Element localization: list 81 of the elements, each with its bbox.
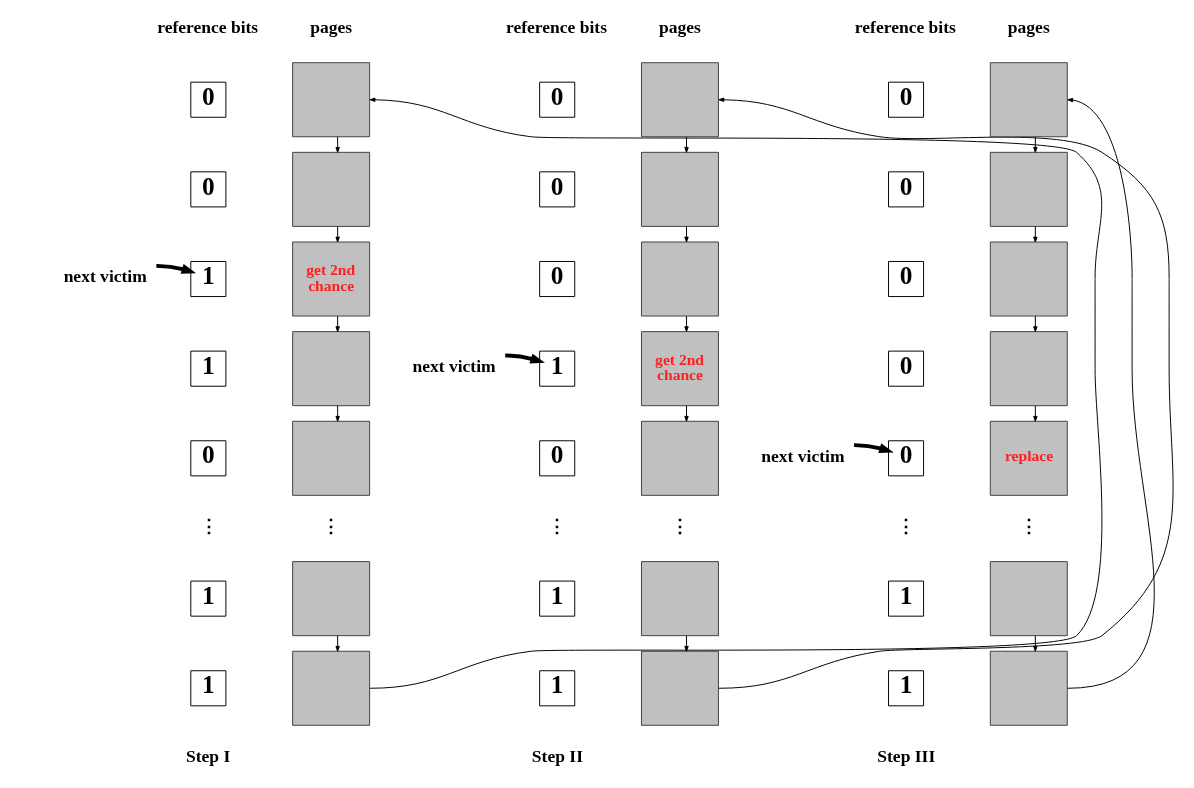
node-box: 1 (190, 350, 227, 387)
arrow (684, 315, 689, 333)
node-box: 0 (888, 440, 925, 477)
label: reference bits (506, 16, 608, 37)
label: Step I (185, 745, 231, 766)
node-box (641, 151, 719, 227)
node-box: 0 (888, 171, 925, 208)
node-box: 1 (190, 670, 227, 707)
node-text: next victim (761, 445, 845, 466)
arrow (1033, 405, 1038, 422)
label: pages (310, 16, 353, 37)
arrow (335, 315, 340, 333)
label: ⋮ (322, 515, 341, 536)
node-box: 0 (539, 261, 576, 298)
arrow (369, 97, 1103, 689)
arrow (156, 263, 197, 274)
node-box (989, 62, 1068, 138)
node-box (292, 650, 371, 726)
arrow (1033, 136, 1038, 153)
arrow (854, 443, 894, 454)
node-box: get 2nd chance (641, 331, 719, 407)
node-box: 1 (190, 261, 227, 298)
node-box (292, 561, 371, 637)
node-box: 0 (888, 261, 925, 298)
node-box: 0 (539, 171, 576, 208)
node-box: 0 (190, 81, 227, 118)
label: ⋮ (1020, 515, 1039, 536)
arrow (505, 353, 545, 364)
arrow (684, 635, 689, 652)
arrow (335, 136, 340, 153)
node-box: replace (989, 420, 1068, 496)
arrow (1067, 97, 1155, 689)
node-box (641, 241, 719, 317)
node-box: 0 (190, 440, 227, 477)
node-box (292, 151, 371, 227)
node-box (989, 151, 1068, 227)
node-box (292, 331, 371, 407)
label: pages (659, 16, 701, 37)
label: ⋮ (897, 515, 916, 536)
arrow (1033, 635, 1038, 652)
node-box (989, 241, 1068, 317)
arrow (335, 405, 340, 422)
node-box (989, 561, 1068, 637)
label: pages (1007, 16, 1050, 37)
node-box: 0 (888, 350, 925, 387)
label: ⋮ (548, 515, 567, 536)
arrow (684, 405, 689, 422)
label: ⋮ (199, 515, 218, 536)
arrow (335, 635, 340, 652)
node-box (989, 650, 1068, 726)
node-box (641, 650, 719, 726)
label: reference bits (854, 16, 956, 37)
node-box: 1 (888, 670, 925, 707)
arrow (718, 97, 1174, 689)
node-box (641, 420, 719, 496)
label: ⋮ (671, 515, 690, 536)
node-box: 1 (539, 580, 576, 617)
node-box (292, 420, 371, 496)
arrow (1033, 226, 1038, 243)
node-box: 0 (539, 81, 576, 118)
arrow (684, 136, 689, 153)
node-box: 0 (539, 440, 576, 477)
node-box (989, 331, 1068, 407)
node-text: next victim (63, 266, 147, 287)
arrow (684, 226, 689, 243)
label: Step III (877, 745, 936, 766)
node-text: next victim (412, 355, 496, 376)
node-box: 0 (888, 81, 925, 118)
arrow (335, 226, 340, 243)
node-box (641, 62, 719, 138)
node-box: 1 (888, 580, 925, 617)
node-box (292, 62, 371, 138)
label: Step II (531, 745, 583, 766)
label: reference bits (157, 16, 259, 37)
node-box: 1 (190, 580, 227, 617)
arrow (1033, 315, 1038, 333)
node-box: 0 (190, 171, 227, 208)
node-box (641, 561, 719, 637)
node-box: 1 (539, 350, 576, 387)
node-box: 1 (539, 670, 576, 707)
node-box: get 2nd chance (292, 241, 371, 317)
